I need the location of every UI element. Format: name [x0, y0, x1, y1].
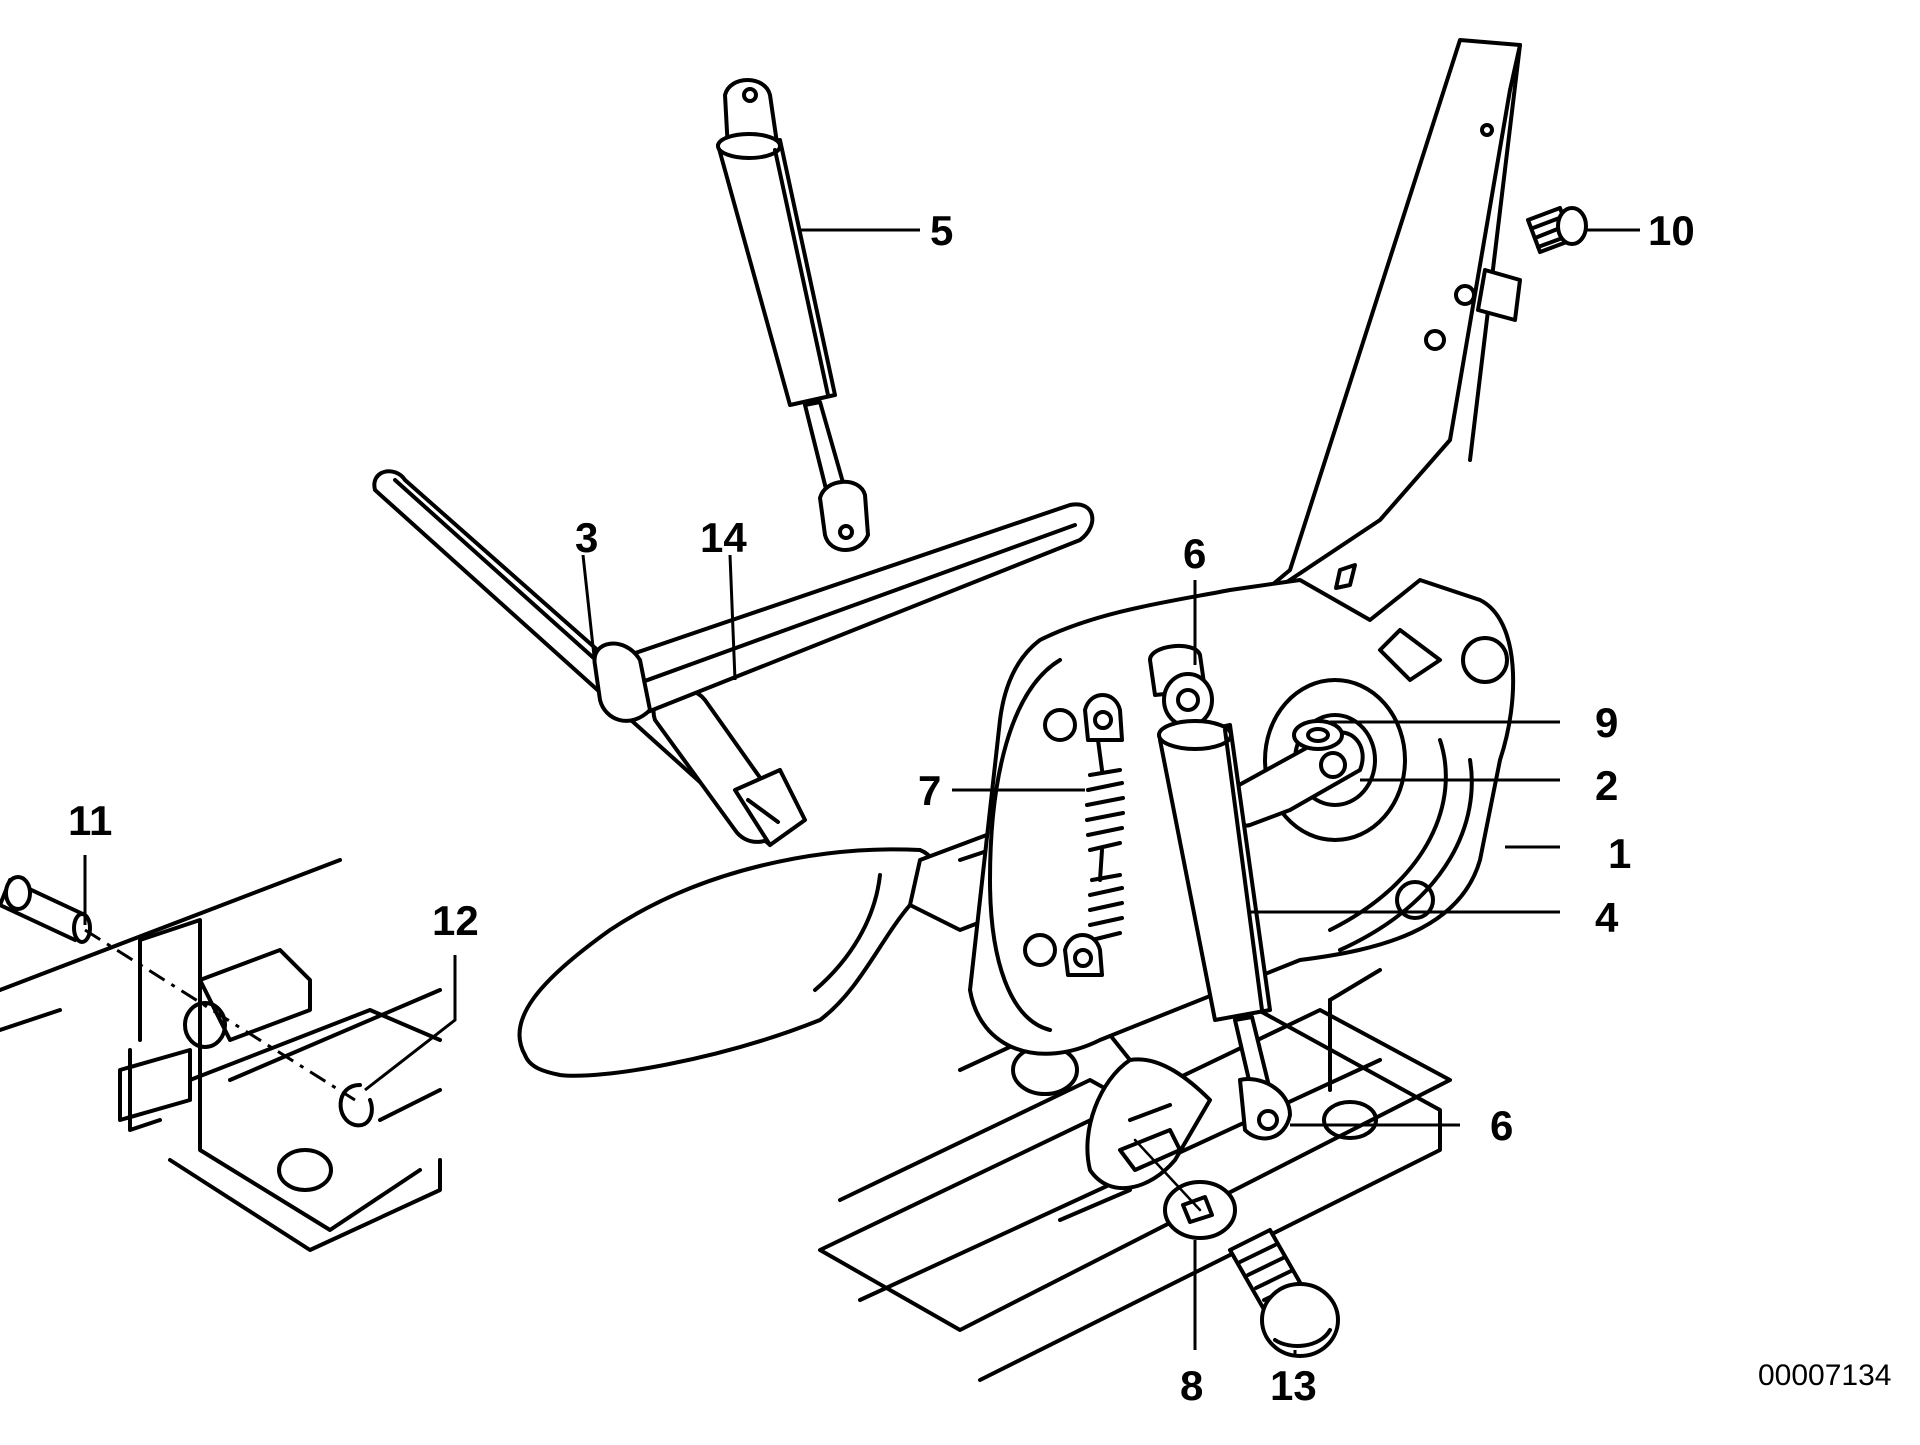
callout-6-lower: 6: [1490, 1102, 1513, 1149]
bolt-13: [1228, 1228, 1340, 1358]
callout-11: 11: [68, 797, 112, 844]
callout-4: 4: [1595, 894, 1619, 941]
left-seat-bracket: [0, 858, 442, 1252]
pin-axis-line: [84, 928, 356, 1102]
backrest-arm: [1228, 38, 1522, 622]
callout-13: 13: [1270, 1362, 1317, 1409]
leader-lines: [83, 228, 1640, 1355]
shaft-3: [372, 469, 807, 847]
callout-14: 14: [700, 514, 747, 561]
screw-10: [1526, 206, 1588, 254]
callout-10: 10: [1648, 207, 1695, 254]
lever-arm-14: [592, 502, 1095, 723]
pivot-bracket: [1085, 1057, 1212, 1190]
circlip-12: [338, 1083, 374, 1128]
pin-11: [0, 875, 92, 944]
springs-7: [1063, 693, 1125, 977]
callout-5: 5: [930, 207, 953, 254]
callout-labels: 1 2 3 4 5 6 6 7 8 9 10 11 12 13 14: [68, 207, 1695, 1409]
callout-8: 8: [1180, 1362, 1203, 1409]
callout-7: 7: [918, 767, 941, 814]
callout-12: 12: [432, 897, 479, 944]
callout-2: 2: [1595, 762, 1618, 809]
washer-axis-line: [1133, 1138, 1202, 1212]
callout-1: 1: [1608, 830, 1631, 877]
diagram-reference-number: 00007134: [1758, 1359, 1891, 1392]
gas-strut-4: [1148, 643, 1292, 1141]
callout-6-upper: 6: [1183, 530, 1206, 577]
gas-strut-5: [716, 78, 870, 552]
callout-9: 9: [1595, 699, 1618, 746]
callout-3: 3: [575, 514, 598, 561]
bushing-9: [1292, 719, 1344, 751]
